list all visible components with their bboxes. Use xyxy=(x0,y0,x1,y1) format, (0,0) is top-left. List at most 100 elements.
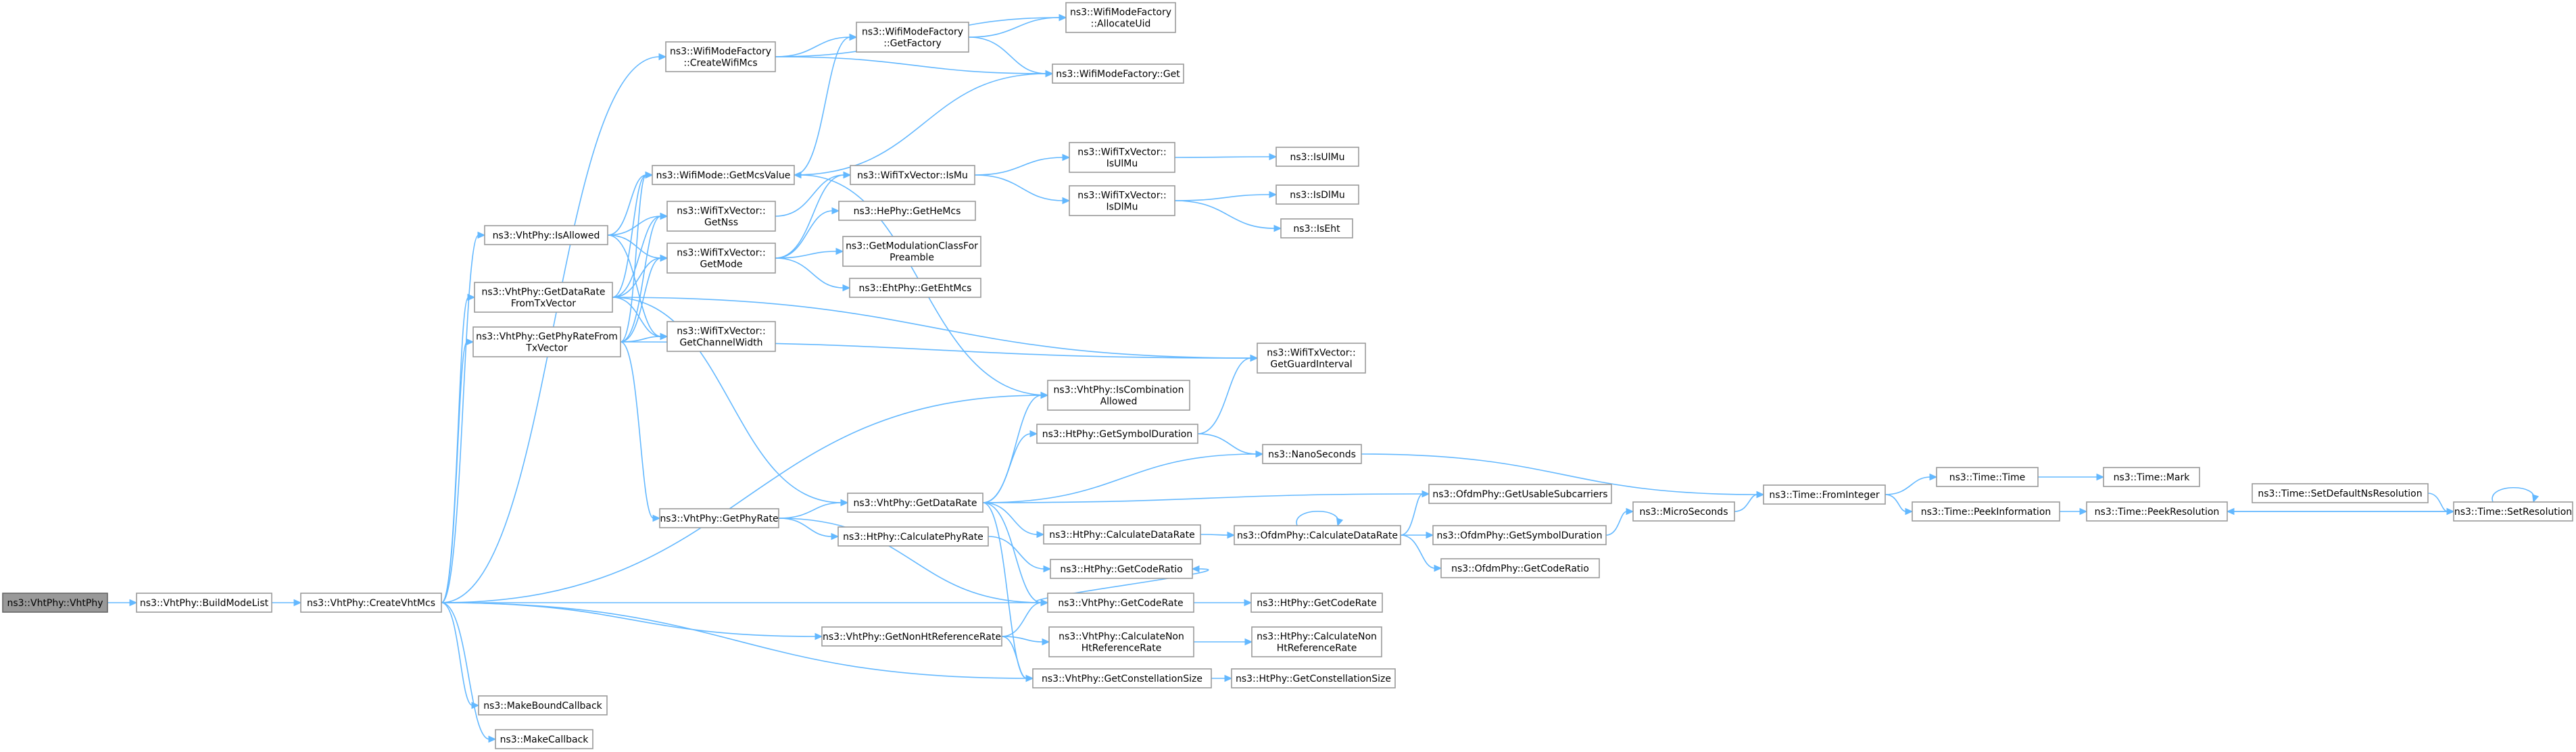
edge-VhtGetDataRate-to-IsCombinationAllowed xyxy=(982,391,1049,503)
node-box xyxy=(1069,185,1175,216)
node-label: ns3::MakeBoundCallback xyxy=(483,701,602,711)
edge-GetPhyRateFromTxVector-to-GetMode xyxy=(620,254,669,343)
node-label: ns3::WifiModeFactory::Get xyxy=(1056,69,1180,80)
node-create-wifi-mcs[interactable]: ns3::WifiModeFactory::CreateWifiMcs xyxy=(665,41,776,72)
edge-arrowhead xyxy=(660,212,669,220)
node-box xyxy=(1231,668,1396,688)
node-create-vht-mcs[interactable]: ns3::VhtPhy::CreateVhtMcs xyxy=(300,593,442,613)
edge-line xyxy=(988,536,1045,570)
node-ht-calculate-phy-rate[interactable]: ns3::HtPhy::CalculatePhyRate xyxy=(837,526,989,547)
node-box xyxy=(821,626,1002,647)
node-box xyxy=(136,593,272,613)
edge-line xyxy=(441,602,1027,679)
node-label: ns3::WifiTxVector:: xyxy=(1077,147,1166,158)
node-vht-phy[interactable]: ns3::VhtPhy::VhtPhy xyxy=(2,593,108,613)
node-tx-is-dl-mu[interactable]: ns3::WifiTxVector::IsDlMu xyxy=(1069,185,1175,216)
node-make-bound-callback[interactable]: ns3::MakeBoundCallback xyxy=(478,695,608,716)
edge-line xyxy=(794,36,851,176)
edge-OfdmGetSymbolDuration-to-MicroSeconds xyxy=(1605,507,1634,536)
node-time-time[interactable]: ns3::Time::Time xyxy=(1936,467,2039,487)
node-label: IsDlMu xyxy=(1106,202,1138,213)
node-is-allowed[interactable]: ns3::VhtPhy::IsAllowed xyxy=(484,225,608,245)
node-box xyxy=(838,201,976,221)
edge-line xyxy=(2427,493,2448,512)
node-box xyxy=(1048,626,1194,657)
node-get-channel-width[interactable]: ns3::WifiTxVector::GetChannelWidth xyxy=(666,321,776,352)
node-box xyxy=(1069,142,1175,173)
edge-line xyxy=(1885,476,1931,495)
node-box xyxy=(856,22,969,53)
node-nano-seconds[interactable]: ns3::NanoSeconds xyxy=(1262,444,1362,464)
node-box xyxy=(484,225,608,245)
node-label: ns3::HtPhy::GetCodeRate xyxy=(1257,598,1376,609)
node-micro-seconds[interactable]: ns3::MicroSeconds xyxy=(1632,501,1735,522)
node-get-mode[interactable]: ns3::WifiTxVector::GetMode xyxy=(666,243,776,274)
node-get-mcs-value[interactable]: ns3::WifiMode::GetMcsValue xyxy=(652,165,795,185)
node-ht-calculate-data-rate[interactable]: ns3::HtPhy::CalculateDataRate xyxy=(1043,524,1201,545)
edge-GetPhyRateFromTxVector-to-GetPhyRate xyxy=(620,341,661,522)
node-is-dl-mu[interactable]: ns3::IsDlMu xyxy=(1275,184,1359,205)
node-tx-is-ul-mu[interactable]: ns3::WifiTxVector::IsUlMu xyxy=(1069,142,1175,173)
node-get-factory[interactable]: ns3::WifiModeFactory::GetFactory xyxy=(856,22,969,53)
node-label: ns3::GetModulationClassFor xyxy=(846,241,978,252)
node-box xyxy=(1234,525,1401,545)
edge-IsAllowed-to-GetChannelWidth xyxy=(607,234,669,341)
node-ht-get-code-rate[interactable]: ns3::HtPhy::GetCodeRate xyxy=(1250,593,1383,613)
node-is-ul-mu[interactable]: ns3::IsUlMu xyxy=(1275,147,1359,167)
node-box xyxy=(2103,467,2200,487)
edge-line xyxy=(441,234,479,603)
node-get-eht-mcs[interactable]: ns3::EhtPhy::GetEhtMcs xyxy=(849,278,981,298)
node-allocate-uid[interactable]: ns3::WifiModeFactory::AllocateUid xyxy=(1065,2,1176,33)
node-label: ns3::WifiTxVector:: xyxy=(677,206,765,217)
node-vht-get-code-rate[interactable]: ns3::VhtPhy::GetCodeRate xyxy=(1047,593,1194,613)
node-label: ns3::Time::FromInteger xyxy=(1769,490,1879,501)
node-get-nss[interactable]: ns3::WifiTxVector::GetNss xyxy=(666,201,776,232)
edge-line xyxy=(612,297,1252,359)
node-vht-get-data-rate[interactable]: ns3::VhtPhy::GetDataRate xyxy=(847,493,983,513)
edge-TxIsDlMu-to-IsEht xyxy=(1174,200,1282,232)
node-ofdm-get-symbol-duration[interactable]: ns3::OfdmPhy::GetSymbolDuration xyxy=(1432,525,1607,545)
node-from-integer[interactable]: ns3::Time::FromInteger xyxy=(1763,484,1886,505)
node-label: ns3::Time::SetResolution xyxy=(2454,507,2572,518)
node-ofdm-calculate-data-rate[interactable]: ns3::OfdmPhy::CalculateDataRate xyxy=(1234,525,1401,545)
node-box xyxy=(1032,668,1212,688)
node-make-callback[interactable]: ns3::MakeCallback xyxy=(495,729,593,749)
node-ht-get-code-ratio[interactable]: ns3::HtPhy::GetCodeRatio xyxy=(1050,559,1193,579)
node-is-eht[interactable]: ns3::IsEht xyxy=(1280,218,1353,239)
node-factory-get[interactable]: ns3::WifiModeFactory::Get xyxy=(1052,64,1184,84)
node-ofdm-get-code-ratio[interactable]: ns3::OfdmPhy::GetCodeRatio xyxy=(1440,558,1600,578)
node-time-mark[interactable]: ns3::Time::Mark xyxy=(2103,467,2200,487)
node-box xyxy=(1065,2,1176,33)
edge-arrowhead xyxy=(1062,153,1071,161)
node-get-guard-interval[interactable]: ns3::WifiTxVector::GetGuardInterval xyxy=(1257,343,1366,374)
node-set-resolution[interactable]: ns3::Time::SetResolution xyxy=(2453,501,2573,522)
edge-arrowhead xyxy=(1269,191,1278,199)
node-label: ns3::VhtPhy::GetNonHtReferenceRate xyxy=(823,632,1001,643)
node-label: ns3::MicroSeconds xyxy=(1639,507,1728,518)
node-is-mu[interactable]: ns3::WifiTxVector::IsMu xyxy=(850,165,975,185)
node-build-mode-list[interactable]: ns3::VhtPhy::BuildModeList xyxy=(136,593,272,613)
node-box xyxy=(666,243,776,274)
node-get-non-ht-reference-rate[interactable]: ns3::VhtPhy::GetNonHtReferenceRate xyxy=(821,626,1002,647)
edge-arrowhead xyxy=(842,284,851,292)
edge-arrowhead xyxy=(1040,599,1049,607)
node-vht-get-constellation-size[interactable]: ns3::VhtPhy::GetConstellationSize xyxy=(1032,668,1212,688)
node-label: FromTxVector xyxy=(511,299,576,309)
node-get-he-mcs[interactable]: ns3::HePhy::GetHeMcs xyxy=(838,201,976,221)
node-ofdm-get-usable-subcarriers[interactable]: ns3::OfdmPhy::GetUsableSubcarriers xyxy=(1428,484,1612,504)
node-ht-get-constellation-size[interactable]: ns3::HtPhy::GetConstellationSize xyxy=(1231,668,1396,688)
node-ht-get-symbol-duration[interactable]: ns3::HtPhy::GetSymbolDuration xyxy=(1036,424,1198,444)
node-peek-resolution[interactable]: ns3::Time::PeekResolution xyxy=(2086,501,2228,522)
edge-arrowhead xyxy=(1043,565,1052,573)
node-peek-information[interactable]: ns3::Time::PeekInformation xyxy=(1912,501,2060,522)
edge-arrowhead xyxy=(1244,599,1253,607)
edge-GetPhyRate-to-VhtGetDataRate xyxy=(778,499,849,519)
node-get-phy-rate[interactable]: ns3::VhtPhy::GetPhyRate xyxy=(659,508,779,528)
node-set-default-ns-resolution[interactable]: ns3::Time::SetDefaultNsResolution xyxy=(2252,483,2429,503)
